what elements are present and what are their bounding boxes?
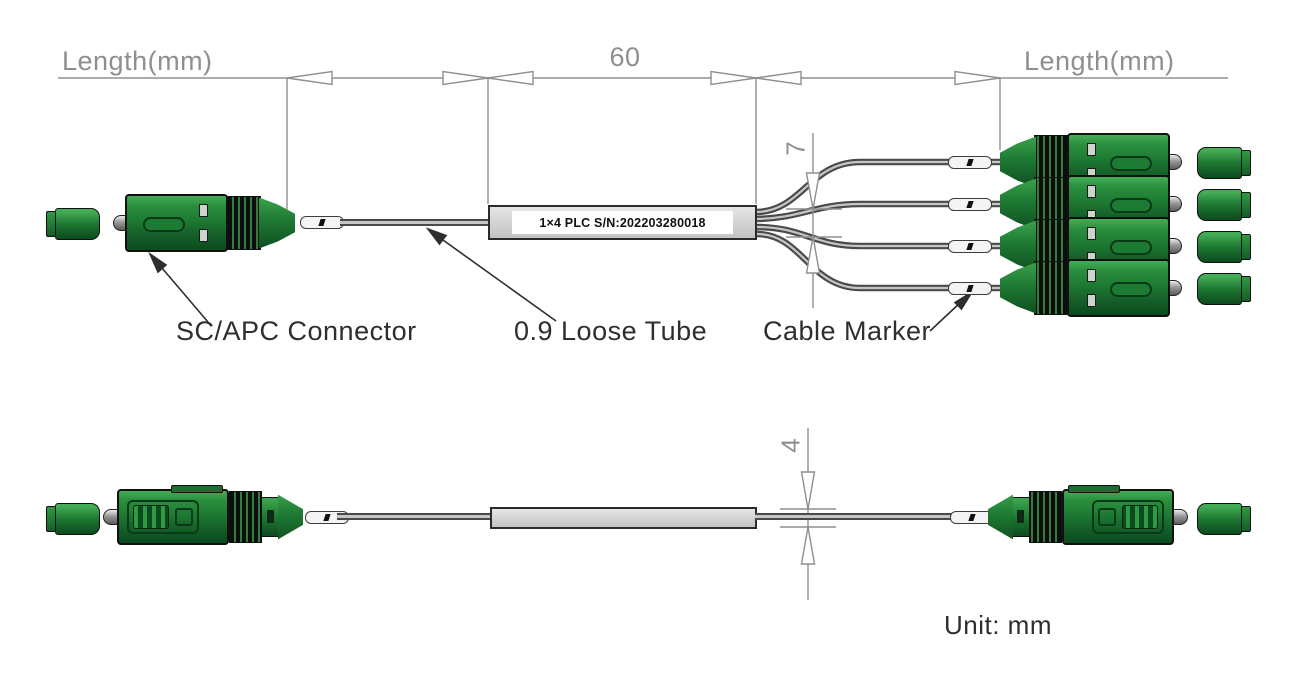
- dust-cap-barrel: [1197, 147, 1242, 179]
- housing-detail: [133, 505, 169, 529]
- marker-tick: [966, 158, 974, 166]
- dust-cap-output: [1197, 147, 1251, 179]
- strain-relief-ribs: [1029, 491, 1062, 543]
- dust-cap-barrel: [55, 503, 100, 535]
- connector-housing: [117, 485, 229, 545]
- housing-window: [199, 204, 208, 217]
- ferrule-tip: [1172, 509, 1188, 525]
- cable-marker-sleeve: [948, 156, 992, 169]
- strain-relief-ribs: [227, 196, 261, 250]
- callout-loose-tube: 0.9 Loose Tube: [514, 316, 708, 346]
- dust-cap-output: [1197, 189, 1251, 221]
- connector-boot: [1000, 259, 1036, 317]
- marker-tick: [318, 218, 326, 226]
- dust-cap-barrel: [1197, 189, 1242, 221]
- length-left-label: Length(mm): [62, 46, 213, 76]
- housing-slot: [1110, 156, 1152, 171]
- strain-relief-ribs: [1034, 261, 1068, 315]
- housing-slot: [143, 217, 185, 232]
- dust-cap-barrel: [1197, 503, 1242, 535]
- tube-serial-label: 1×4 PLC S/N:202203280018: [512, 211, 733, 234]
- top-dimension-arrows: [286, 70, 1001, 86]
- dust-cap-barrel: [55, 208, 100, 240]
- fanout-fibers: [756, 158, 1008, 292]
- loose-tube-fiber: [340, 219, 490, 226]
- housing-window: [1087, 294, 1096, 307]
- connector-boot: [988, 489, 1013, 545]
- dust-cap-output: [1197, 231, 1251, 263]
- plc-splitter-tube: 1×4 PLC S/N:202203280018: [488, 205, 757, 240]
- housing-window: [1087, 143, 1096, 156]
- housing-detail: [127, 500, 199, 534]
- dust-cap-side-left: [46, 503, 100, 535]
- cable-marker-sleeve: [300, 216, 344, 229]
- housing-window: [1087, 227, 1096, 240]
- fanout-dimension: [786, 133, 842, 308]
- connector-latch: [171, 485, 223, 493]
- connector-collar: [261, 497, 280, 537]
- housing-detail: [175, 508, 193, 526]
- connector-boot: [278, 494, 303, 540]
- housing-slot: [1110, 240, 1152, 255]
- dust-cap-barrel: [1197, 231, 1242, 263]
- housing-slot: [1110, 282, 1152, 297]
- dust-cap-input: [46, 208, 100, 240]
- plc-splitter-tube-side: [490, 507, 757, 529]
- dust-cap-barrel: [1197, 273, 1242, 305]
- connector-housing: [1067, 259, 1170, 317]
- connector-boot: [259, 197, 295, 249]
- loose-tube-fiber: [755, 513, 990, 520]
- length-right-label: Length(mm): [1024, 46, 1175, 76]
- cable-marker-sleeve: [948, 240, 992, 253]
- marker-tick: [968, 513, 976, 521]
- top-dimension-lines: [58, 77, 1228, 216]
- unit-note: Unit: mm: [944, 610, 1052, 640]
- collar-hole: [1017, 510, 1024, 523]
- center-dim-label: 60: [609, 42, 641, 72]
- connector-housing: [1062, 485, 1174, 545]
- marker-tick: [323, 513, 331, 521]
- sc-apc-connector-side-left: [103, 485, 303, 545]
- side-height-dim-label: 4: [775, 437, 806, 453]
- connector-housing: [125, 194, 228, 252]
- sc-apc-connector-side-right: [988, 485, 1188, 545]
- marker-tick: [966, 200, 974, 208]
- housing-window: [1087, 185, 1096, 198]
- callout-leaders: [148, 227, 973, 332]
- housing-window: [1087, 269, 1096, 282]
- dust-cap-output: [1197, 273, 1251, 305]
- fanout-dim-label: 7: [780, 140, 811, 156]
- dust-cap-side-right: [1197, 503, 1251, 535]
- strain-relief-ribs: [229, 491, 262, 543]
- marker-tick: [966, 284, 974, 292]
- callout-sc-apc-connector: SC/APC Connector: [176, 316, 417, 346]
- sc-apc-connector-output-4: [1000, 259, 1182, 317]
- housing-window: [199, 229, 208, 242]
- callout-cable-marker: Cable Marker: [763, 316, 932, 346]
- collar-hole: [267, 510, 274, 523]
- cable-marker-sleeve: [948, 282, 992, 295]
- connector-collar: [1011, 497, 1030, 537]
- marker-tick: [966, 242, 974, 250]
- loose-tube-fiber: [337, 513, 492, 520]
- sc-apc-connector-input: [113, 194, 295, 252]
- cable-marker-sleeve: [948, 198, 992, 211]
- housing-detail: [1098, 508, 1116, 526]
- housing-detail: [1122, 505, 1158, 529]
- housing-slot: [1110, 198, 1152, 213]
- connector-latch: [1068, 485, 1120, 493]
